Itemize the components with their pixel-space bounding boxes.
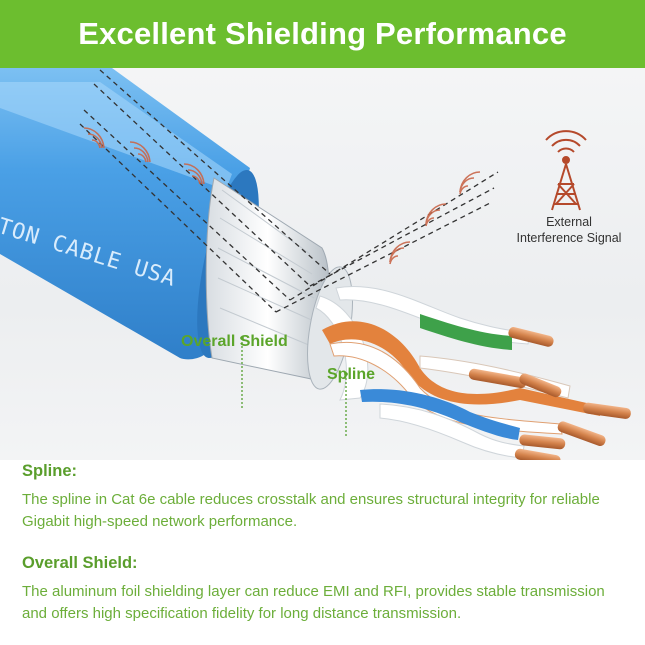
page-title: Excellent Shielding Performance (78, 16, 567, 51)
copper-tip (557, 421, 606, 447)
copper-tip (583, 402, 631, 419)
copper-tip (519, 373, 562, 398)
cable-drawing (0, 68, 631, 460)
spline-callout: Spline (327, 366, 376, 383)
copper-tip (519, 434, 566, 450)
cable-jacket (0, 68, 250, 360)
pair-blue (360, 389, 520, 440)
copper-tip (468, 368, 527, 389)
signal-waves (83, 127, 481, 265)
leader-lines (241, 338, 347, 438)
radio-tower-icon (545, 130, 587, 211)
pair-orange (322, 321, 600, 416)
copper-tip (508, 327, 554, 347)
spline-heading: Spline: (22, 462, 78, 480)
spline (315, 295, 369, 401)
overall-shield-callout: Overall Shield (181, 333, 288, 350)
overall-shield-heading: Overall Shield: (22, 554, 138, 572)
pair-green (335, 285, 531, 345)
jacket-highlight (0, 82, 232, 190)
copper-tip (514, 448, 561, 460)
interference-lines (79, 69, 499, 313)
header-banner: Excellent Shielding Performance (0, 0, 645, 68)
spline-description: The spline in Cat 6e cable reduces cross… (22, 491, 600, 530)
cable-illustration: TON CABLE USA External Interference Sign… (0, 68, 645, 460)
external-interference-label: External Interference Signal (516, 215, 622, 245)
overall-shield-description: The aluminum foil shielding layer can re… (22, 583, 605, 622)
